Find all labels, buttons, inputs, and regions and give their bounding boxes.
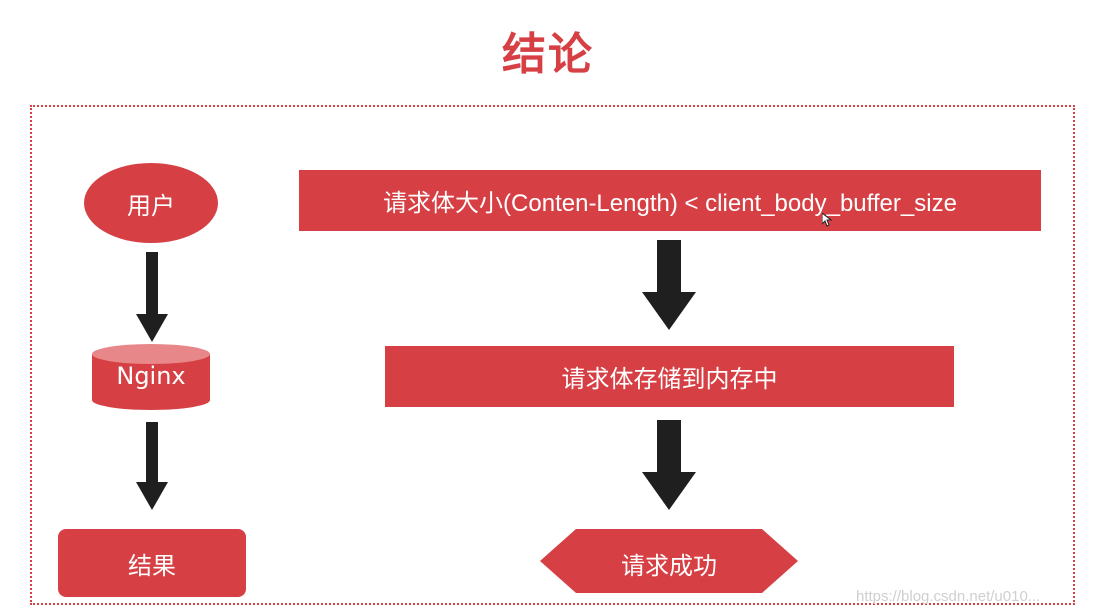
user-node: 用户: [84, 163, 218, 243]
result-label: 结果: [128, 551, 176, 580]
success-label: 请求成功: [621, 552, 717, 580]
nginx-label: Nginx: [116, 362, 186, 390]
hexagon-shape: [540, 529, 798, 593]
store-node: 请求体存储到内存中: [385, 346, 954, 407]
dotted-frame: [30, 105, 1075, 605]
condition-node: 请求体大小(Conten-Length) < client_body_buffe…: [299, 170, 1041, 231]
nginx-node: Nginx: [92, 344, 210, 410]
watermark: https://blog.csdn.net/u010...: [856, 588, 1041, 605]
arrow-user-to-nginx: [136, 252, 168, 342]
success-node: 请求成功: [540, 529, 798, 593]
cylinder-shape: [92, 344, 210, 410]
result-node: 结果: [58, 529, 246, 597]
arrow-nginx-to-result: [136, 422, 168, 510]
arrow-condition-to-store: [642, 240, 696, 330]
mouse-cursor-icon: [822, 213, 832, 227]
arrow-store-to-success: [642, 420, 696, 510]
condition-label: 请求体大小(Conten-Length) < client_body_buffe…: [383, 190, 957, 217]
store-label: 请求体存储到内存中: [561, 365, 778, 393]
user-label: 用户: [127, 191, 175, 220]
slide-title: 结论: [502, 29, 594, 80]
